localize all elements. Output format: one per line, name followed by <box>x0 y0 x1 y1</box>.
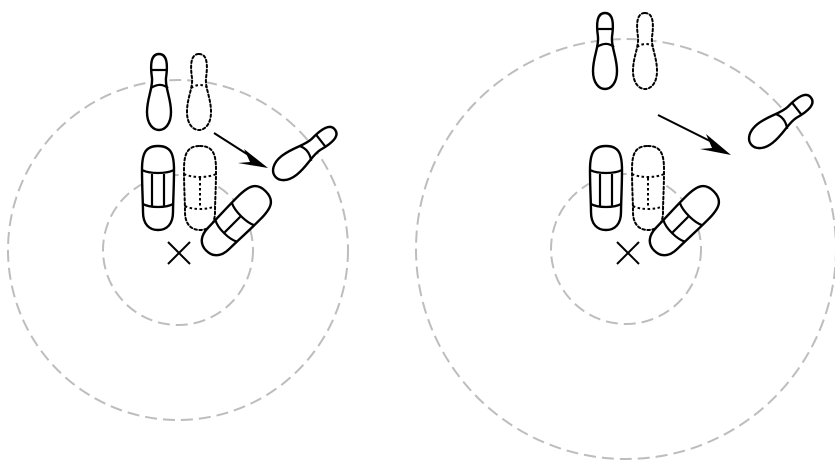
right-top-ghost-shoe <box>633 13 657 89</box>
right-center-mark <box>617 242 639 264</box>
right-panel <box>416 13 835 459</box>
right-middle-ghost-shoe <box>632 146 664 230</box>
left-middle-ghost-shoe <box>184 146 216 230</box>
left-top-solid-shoe <box>147 54 171 130</box>
left-inner-ring <box>103 175 253 325</box>
right-middle-solid-shoe <box>590 146 622 230</box>
left-top-ghost-shoe <box>187 54 211 130</box>
right-top-solid-shoe <box>593 13 617 89</box>
left-direction-arrow <box>214 133 268 168</box>
right-direction-arrow <box>658 115 731 155</box>
left-outer-ring <box>8 80 348 420</box>
left-panel <box>8 54 348 420</box>
left-center-mark <box>168 242 190 264</box>
left-middle-solid-shoe <box>142 146 174 230</box>
right-outer-ring <box>416 39 835 459</box>
